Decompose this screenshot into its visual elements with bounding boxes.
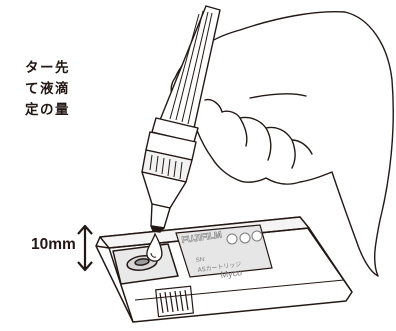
- caption-line: 定の量: [25, 102, 70, 118]
- dropper-pipette-icon: [141, 5, 221, 233]
- logo-circle: [226, 233, 238, 245]
- cartridge-product-name: Myco: [220, 267, 243, 280]
- instruction-caption: ター先 て液滴 定の量: [0, 0, 70, 116]
- cartridge-label: FUJIFILM SN: ASカートリッジ Myco: [175, 224, 273, 280]
- cartridge-sn: SN:: [195, 257, 206, 264]
- height-measure: 10mm: [31, 223, 99, 273]
- caption-line: て液滴: [25, 81, 70, 97]
- logo-circle: [239, 232, 251, 244]
- measure-label: 10mm: [31, 236, 76, 253]
- logo-circle: [251, 230, 263, 242]
- cartridge-grip: [155, 285, 194, 318]
- double-arrow-vertical-icon: [77, 224, 93, 272]
- drop-icon: [146, 232, 163, 262]
- caption-line: ター先: [25, 60, 70, 76]
- hand-outline-icon: [170, 10, 394, 277]
